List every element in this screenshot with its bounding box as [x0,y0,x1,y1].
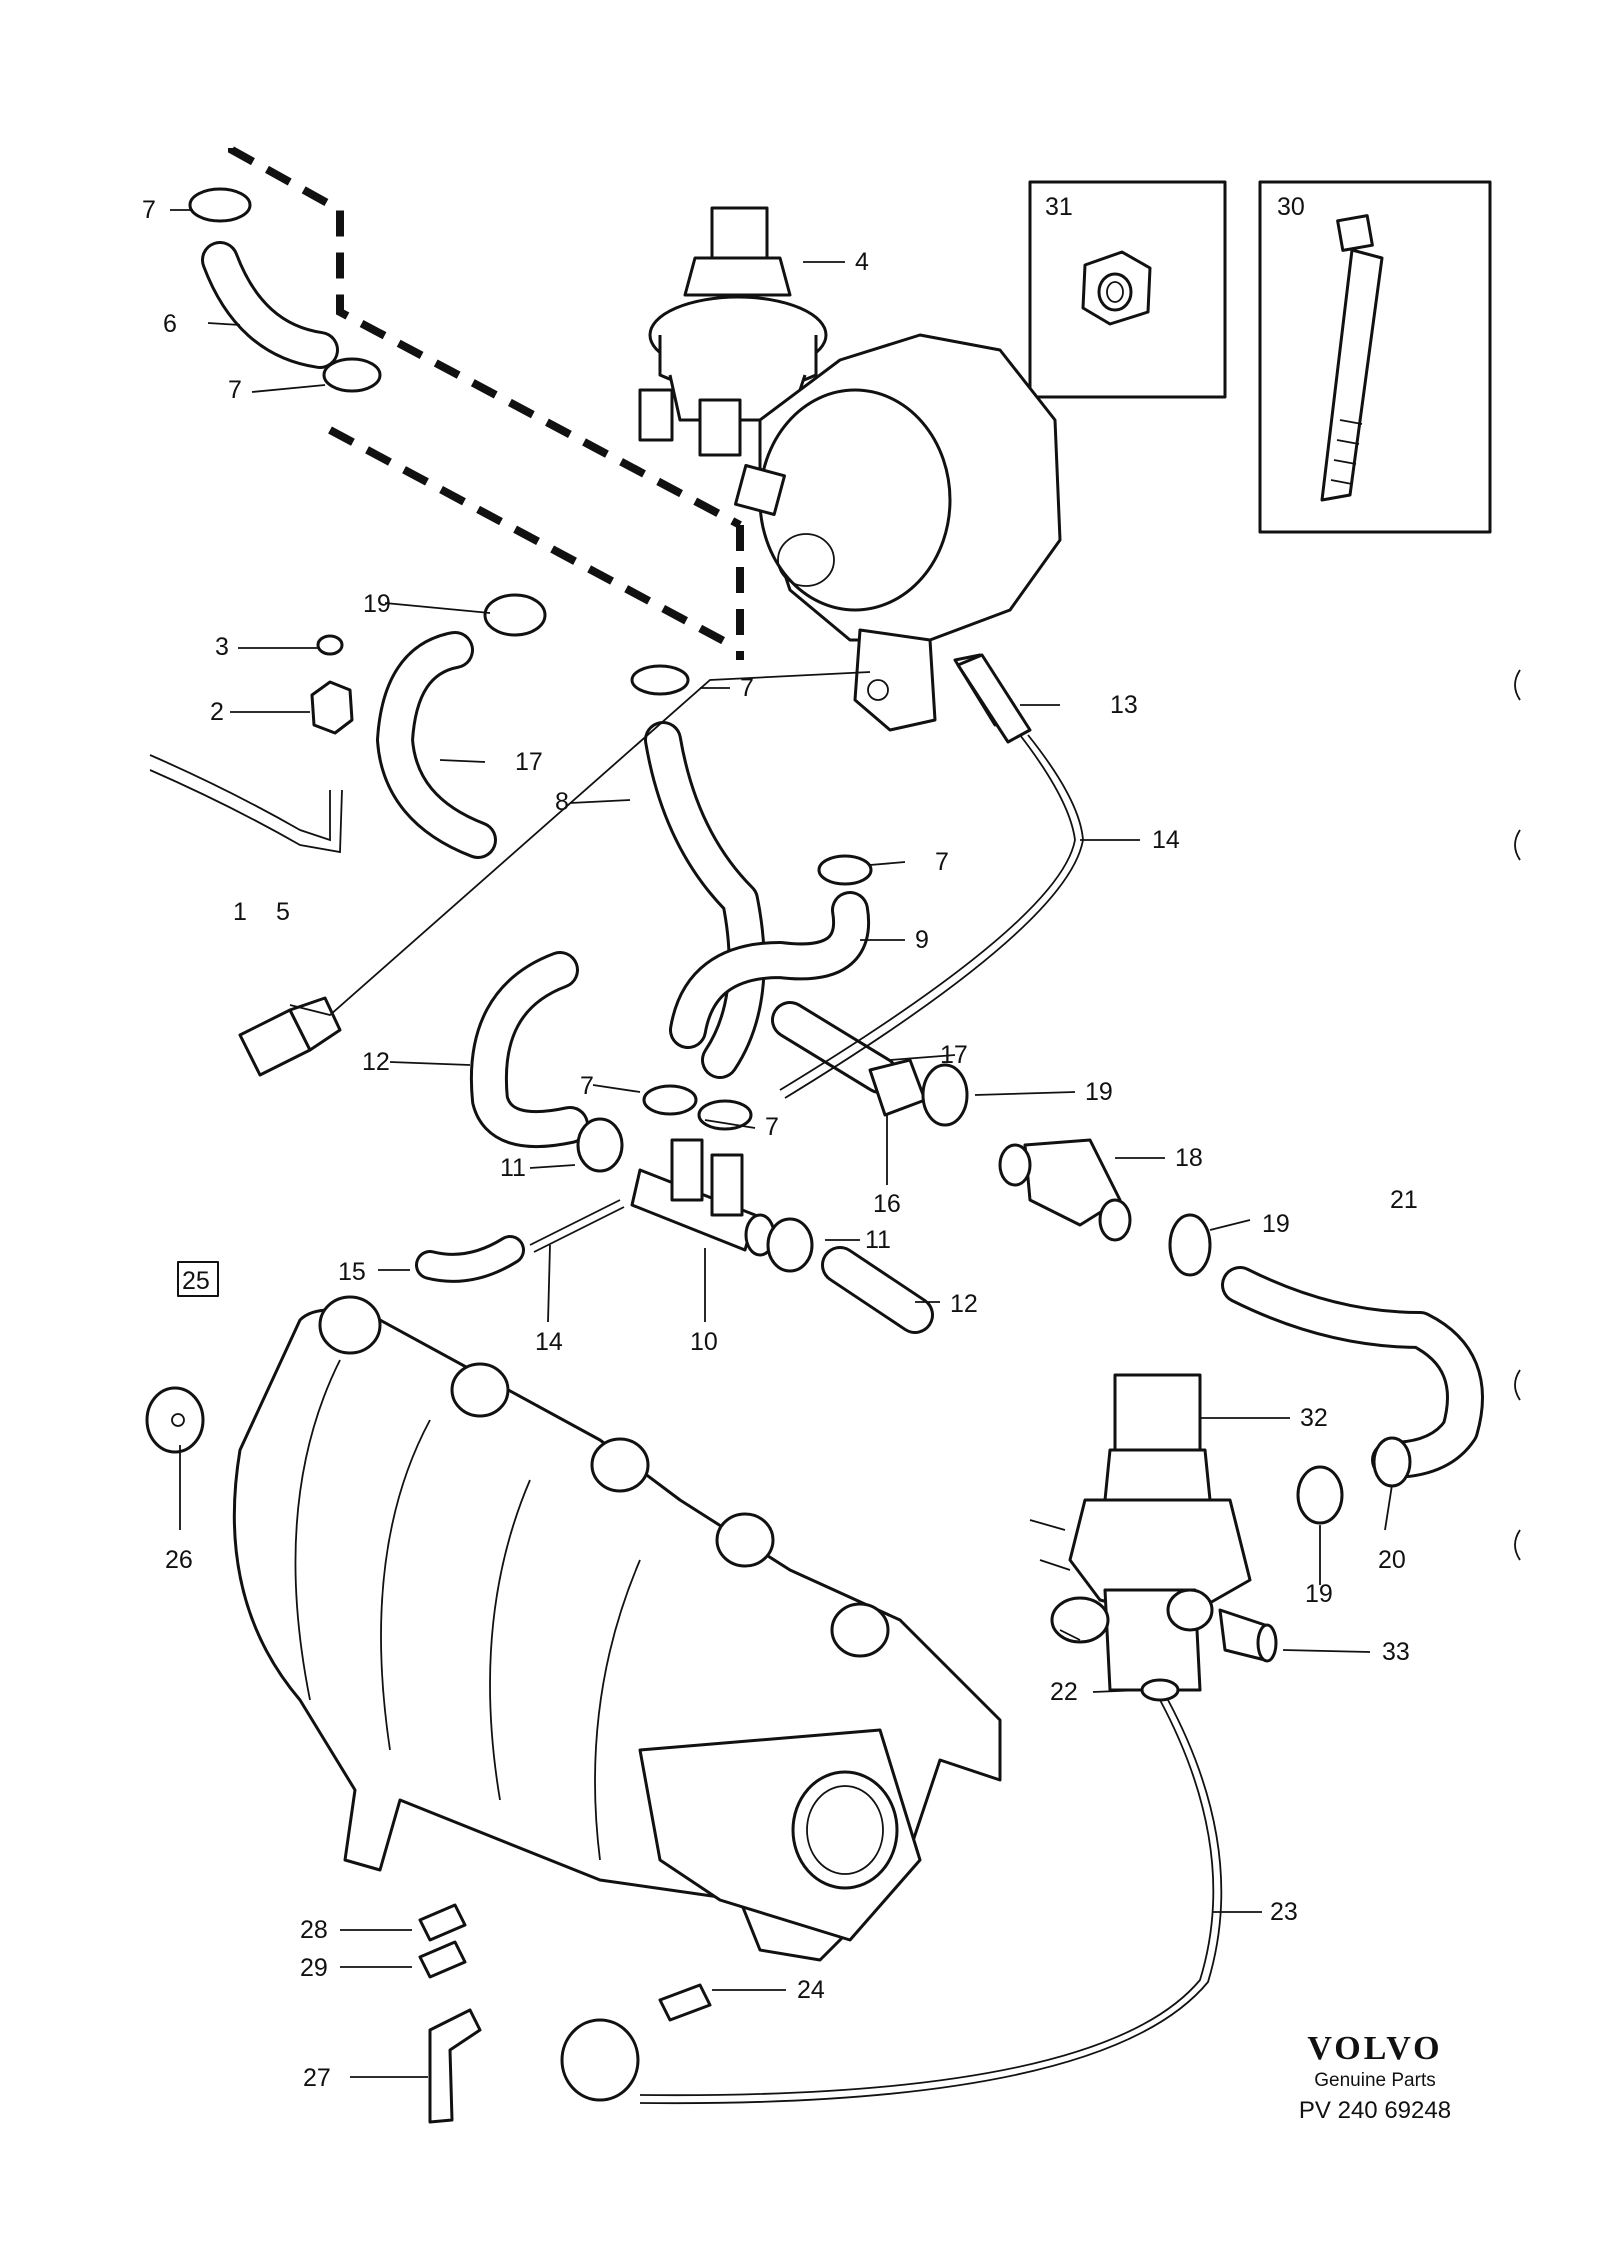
part-16 [868,1058,927,1117]
callout-labels: 7 6 7 4 19 3 2 7 13 17 8 14 7 1 5 9 12 1… [142,193,1418,2092]
volvo-logo: VOLVO [1307,2030,1443,2067]
box-25 [177,1261,219,1297]
callout-21: 21 [1390,1186,1418,1214]
hose-17-upper [376,631,497,859]
callout-22: 22 [1050,1678,1078,1706]
callout-30: 30 [1277,193,1305,221]
part-assembly-body [638,333,1062,732]
callout-11: 11 [865,1226,891,1254]
callout-17: 17 [515,748,543,776]
callout-12: 12 [362,1048,390,1076]
pipe-1 [149,754,343,854]
leader-lines [170,209,1393,2078]
callout-20: 20 [1378,1546,1406,1574]
part-20 [1372,1436,1412,1488]
callout-27: 27 [303,2064,331,2092]
hose-12-left [469,951,589,1149]
callout-9: 9 [915,926,929,954]
callout-7: 7 [765,1113,779,1141]
hose-6 [201,241,339,369]
callout-28: 28 [300,1916,328,1944]
part-13 [956,653,1032,744]
callout-2: 2 [210,698,224,726]
callout-18: 18 [1175,1144,1203,1172]
callout-12: 12 [950,1290,978,1318]
callout-1: 1 [233,898,247,926]
callout-14: 14 [535,1328,563,1356]
callout-16: 16 [873,1190,901,1218]
hose-21 [1221,1266,1484,1479]
callout-4: 4 [855,248,869,276]
callout-7: 7 [142,196,156,224]
hose-17-lower [771,1001,899,1094]
callout-19: 19 [1085,1078,1113,1106]
clamps [188,187,1344,1702]
tube-23 [639,1699,1223,2105]
genuine-parts-label: Genuine Parts [1314,2070,1436,2091]
part-28 [418,1903,467,1942]
part-5-sensor [238,996,342,1077]
callout-7: 7 [580,1072,594,1100]
callout-3: 3 [215,633,229,661]
callout-24: 24 [797,1976,825,2004]
callout-6: 6 [163,310,177,338]
diagram-code: PV 240 69248 [1298,2097,1452,2124]
part-33 [1218,1608,1278,1663]
part-4-regulator [648,206,828,422]
inset-box-31 [1028,180,1227,399]
part-26-cap [145,1386,205,1454]
part-2-nut [310,680,354,735]
hose-15 [415,1235,525,1283]
callout-15: 15 [338,1258,366,1286]
callout-13: 13 [1110,691,1138,719]
tube-14 [529,734,1084,1253]
callout-5: 5 [276,898,290,926]
part-32-valve [1029,1373,1252,1692]
callout-23: 23 [1270,1898,1298,1926]
part-3-washer [316,634,344,656]
inset-box-30 [1258,180,1492,534]
intake-manifold [232,1295,1002,1962]
margin-marks [1514,669,1521,1561]
callout-11: 11 [500,1154,526,1182]
callout-19: 19 [1262,1210,1290,1238]
part-29 [418,1940,467,1979]
callout-7: 7 [935,848,949,876]
hose-12-right [821,1246,934,1334]
callout-17: 17 [940,1041,968,1069]
callout-7: 7 [228,376,242,404]
callout-19: 19 [363,590,391,618]
callout-26: 26 [165,1546,193,1574]
callout-31: 31 [1045,193,1073,221]
hose-9 [669,891,871,1049]
brand-block: VOLVO Genuine Parts PV 240 69248 [1270,2030,1480,2128]
part-18 [998,1138,1132,1242]
part-27-elbow [428,2008,482,2124]
callout-14: 14 [1152,826,1180,854]
callout-19: 19 [1305,1580,1333,1608]
dashed-outline [228,146,744,660]
callout-8: 8 [555,788,569,816]
part-24 [560,1983,712,2102]
callout-10: 10 [690,1328,718,1356]
callout-7: 7 [740,674,754,702]
callout-32: 32 [1300,1404,1328,1432]
callout-29: 29 [300,1954,328,1982]
part-10-tjunction [630,1138,776,1257]
hose-8 [644,721,766,1079]
callout-25: 25 [182,1267,210,1295]
callout-33: 33 [1382,1638,1410,1666]
